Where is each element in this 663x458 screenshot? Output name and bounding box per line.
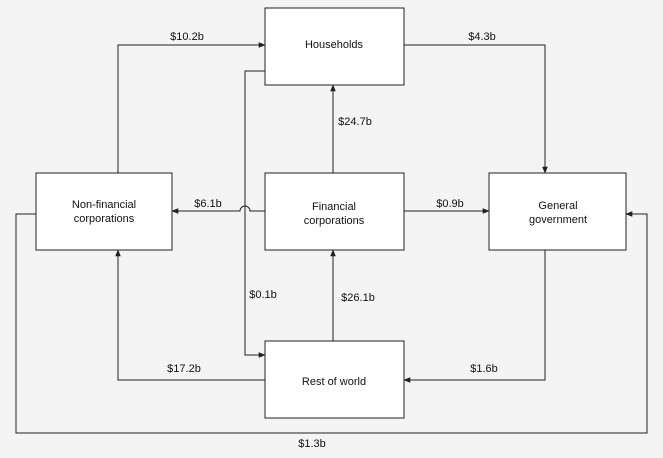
flow-government-to-rest-of-world <box>403 250 546 383</box>
flow-households-to-rest-of-world <box>244 70 266 358</box>
node-financial-label-line1: Financial <box>312 201 356 213</box>
flow-nonfinancial-to-government <box>15 211 648 434</box>
node-financial-label-line2: corporations <box>304 215 365 227</box>
node-financial-corporations: Financial corporations <box>264 172 405 251</box>
flow-label-financial-to-households: $24.7b <box>338 116 372 128</box>
flow-label-financial-to-government: $0.9b <box>436 198 464 210</box>
node-nonfinancial-label-line1: Non-financial <box>72 199 136 211</box>
flow-label-nonfinancial-to-households: $10.2b <box>170 31 204 43</box>
flow-label-households-to-government: $4.3b <box>468 31 496 43</box>
flow-households-to-government <box>404 44 548 174</box>
flow-rest-of-world-to-nonfinancial <box>115 249 265 381</box>
node-rest-of-world-label: Rest of world <box>302 376 366 388</box>
node-general-government: General government <box>488 172 627 251</box>
flow-label-rest-of-world-to-financial: $26.1b <box>341 292 375 304</box>
flow-label-households-to-rest-of-world: $0.1b <box>249 289 277 301</box>
node-government-label-line1: General <box>538 200 577 212</box>
flow-label-nonfinancial-to-government: $1.3b <box>298 438 326 450</box>
flow-nonfinancial-to-households <box>117 42 266 173</box>
node-households-label: Households <box>305 39 364 51</box>
node-nonfinancial-label-line2: corporations <box>74 213 135 225</box>
node-government-label-line2: government <box>529 214 587 226</box>
flow-label-financial-to-nonfinancial: $6.1b <box>194 198 222 210</box>
node-nonfinancial-corporations: Non-financial corporations <box>35 172 173 251</box>
flow-label-rest-of-world-to-nonfinancial: $17.2b <box>167 363 201 375</box>
node-rest-of-world: Rest of world <box>264 340 405 419</box>
flow-label-government-to-rest-of-world: $1.6b <box>470 363 498 375</box>
node-households: Households <box>264 7 405 86</box>
